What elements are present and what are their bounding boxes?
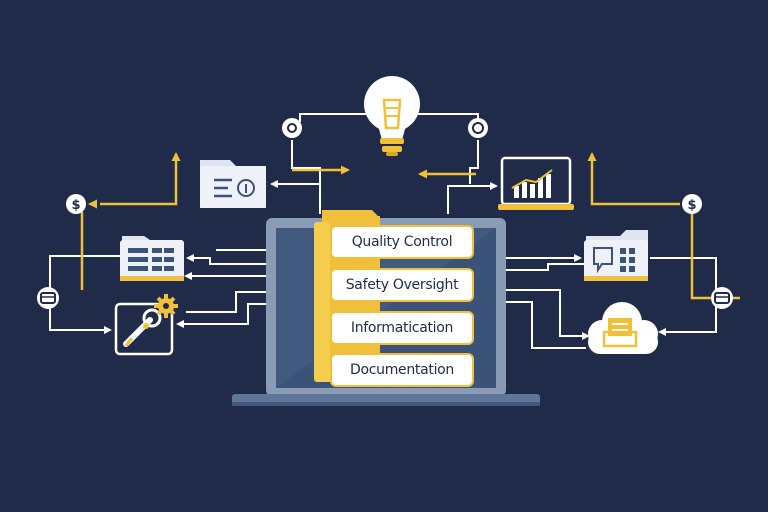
connector-bulb-right bbox=[418, 113, 479, 122]
dollar-icon-left: $ bbox=[66, 194, 86, 214]
menu-item-quality-control[interactable]: Quality Control bbox=[330, 225, 474, 259]
cloud-inbox-icon bbox=[588, 302, 658, 354]
svg-text:$: $ bbox=[687, 198, 696, 213]
node-circle-right bbox=[468, 118, 488, 138]
connector-laptop-left-4 bbox=[186, 291, 266, 313]
folder-document-icon bbox=[200, 160, 266, 208]
wallet-icon-right bbox=[711, 287, 733, 309]
connector-laptop-left-5 bbox=[176, 303, 266, 328]
connector-laptop-right-2 bbox=[506, 263, 590, 271]
connector-left-circle bbox=[291, 140, 321, 214]
menu-item-label: Documentation bbox=[349, 362, 455, 378]
svg-text:$: $ bbox=[71, 198, 80, 213]
arrow-right-up bbox=[587, 152, 680, 206]
node-circle-left bbox=[282, 118, 302, 138]
connector-laptop-left-2 bbox=[186, 254, 266, 265]
connector-right-loop bbox=[650, 257, 717, 336]
menu-item-documentation[interactable]: Documentation bbox=[330, 353, 474, 387]
menu-item-label: Informatication bbox=[350, 320, 454, 336]
menu-item-informatication[interactable]: Informatication bbox=[330, 311, 474, 345]
table-card-icon bbox=[120, 236, 184, 281]
connector-left-loop bbox=[49, 255, 120, 334]
lightbulb-icon bbox=[364, 76, 420, 156]
bar-chart-icon bbox=[498, 156, 574, 210]
dollar-icon-right: $ bbox=[682, 194, 702, 214]
menu-item-label: Quality Control bbox=[351, 234, 453, 250]
menu-item-label: Safety Oversight bbox=[345, 277, 459, 293]
chat-icon bbox=[584, 230, 648, 281]
wrench-icon bbox=[114, 302, 174, 356]
connector-to-chart bbox=[447, 182, 498, 214]
connector-bulb-left bbox=[299, 113, 366, 122]
connector-right-circle bbox=[469, 140, 479, 184]
wallet-icon-left bbox=[37, 287, 59, 309]
gear-icon bbox=[154, 294, 178, 318]
connector-laptop-right-4 bbox=[506, 301, 586, 349]
connector-laptop-right-3 bbox=[506, 289, 590, 340]
arrow-left-up bbox=[100, 152, 181, 206]
menu-item-safety-oversight[interactable]: Safety Oversight bbox=[330, 268, 474, 302]
